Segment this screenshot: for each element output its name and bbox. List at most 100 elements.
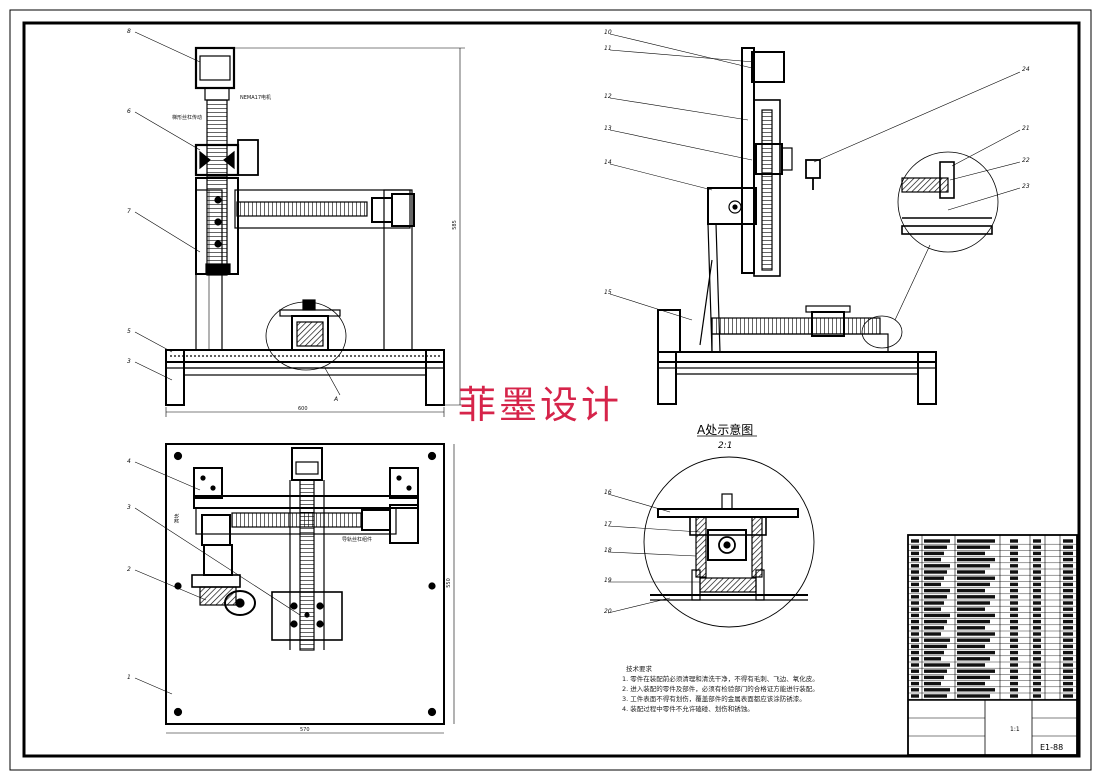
bom-cell — [911, 657, 919, 661]
bom-cell — [1033, 582, 1041, 587]
part-label-11: 11 — [604, 45, 612, 52]
bom-cell — [957, 570, 985, 574]
part-label-5: 5 — [127, 328, 131, 335]
bom-cell — [911, 613, 919, 618]
bom-cell — [957, 681, 985, 686]
detail-ref-a: A — [334, 396, 339, 403]
part-label-3-top: 3 — [127, 504, 131, 511]
detail-view-scale: 2:1 — [718, 441, 733, 451]
bom-cell — [1033, 675, 1041, 680]
bom-cell — [911, 588, 919, 593]
bom-cell — [1033, 638, 1041, 642]
bom-cell — [911, 632, 919, 636]
bom-cell — [924, 613, 950, 618]
bom-cell — [1010, 557, 1018, 562]
bom-cell — [924, 576, 944, 580]
bom-cell — [1010, 613, 1018, 618]
bom-cell — [924, 644, 947, 649]
bom-cell — [1063, 595, 1073, 599]
bom-cell — [1010, 657, 1018, 661]
bom-cell — [911, 619, 919, 624]
bom-cell — [1063, 644, 1073, 649]
bom-cell — [1033, 557, 1041, 562]
bom-cell — [1063, 582, 1073, 587]
bom-cell — [1063, 601, 1073, 605]
bom-cell — [1063, 657, 1073, 661]
bom-cell — [957, 632, 995, 636]
bom-cell — [1010, 675, 1018, 680]
bom-cell — [911, 681, 919, 686]
bom-cell — [1063, 613, 1073, 618]
bom-cell — [924, 588, 950, 593]
bom-cell — [1010, 564, 1018, 568]
bom-cell — [1010, 582, 1018, 587]
part-label-20: 20 — [604, 608, 612, 615]
bom-cell — [911, 595, 919, 599]
bom-cell — [911, 663, 919, 667]
bom-cell — [911, 601, 919, 605]
bom-cell — [924, 650, 944, 655]
bom-cell — [1033, 595, 1041, 599]
bom-cell — [924, 619, 947, 624]
bom-cell — [957, 626, 985, 630]
bom-cell — [1033, 551, 1041, 556]
bom-cell — [911, 582, 919, 587]
bom-cell — [1010, 626, 1018, 630]
bom-cell — [924, 601, 944, 605]
bom-cell — [1033, 588, 1041, 593]
bom-cell — [1010, 663, 1018, 667]
bom-cell — [911, 694, 919, 698]
bom-cell — [924, 675, 944, 680]
bom-cell — [1010, 669, 1018, 673]
tech-note-line: 1. 零件在装配前必须清理和清洗干净，不得有毛刺、飞边、氧化皮。 — [622, 675, 819, 683]
bom-cell — [911, 688, 919, 692]
bom-cell — [1033, 607, 1041, 611]
part-label-23: 23 — [1022, 183, 1030, 190]
bom-cell — [1063, 545, 1073, 549]
bom-cell — [1010, 601, 1018, 605]
side-view — [609, 33, 1021, 405]
bom-cell — [1063, 681, 1073, 686]
bom-cell — [1010, 638, 1018, 642]
bom-cell — [957, 582, 990, 587]
tech-notes-title: 技术要求 — [626, 665, 652, 673]
bom-cell — [957, 607, 985, 611]
bom-cell — [957, 576, 995, 580]
part-label-18: 18 — [604, 547, 612, 554]
front-width-dim: 600 — [298, 406, 308, 412]
bom-cell — [924, 595, 947, 599]
bom-cell — [1033, 545, 1041, 549]
bom-cell — [911, 650, 919, 655]
part-label-22: 22 — [1022, 157, 1030, 164]
part-label-6: 6 — [127, 108, 131, 115]
bom-cell — [957, 539, 995, 543]
bom-cell — [1033, 669, 1041, 673]
bom-cell — [924, 551, 944, 556]
bom-cell — [924, 626, 944, 630]
bom-cell — [1010, 545, 1018, 549]
front-height-dim: 585 — [451, 220, 458, 230]
bom-cell — [924, 663, 950, 667]
top-view — [134, 443, 455, 734]
bom-cell — [1033, 644, 1041, 649]
bom-cell — [957, 657, 990, 661]
bom-cell — [1033, 657, 1041, 661]
front-view — [134, 31, 465, 417]
bom-cell — [924, 570, 947, 574]
bom-cell — [1010, 607, 1018, 611]
part-label-7: 7 — [127, 208, 131, 215]
bom-cell — [957, 688, 995, 692]
bom-rows — [908, 539, 1077, 700]
bom-cell — [1063, 650, 1073, 655]
bom-cell — [957, 675, 990, 680]
bom-cell — [911, 638, 919, 642]
bom-cell — [1033, 681, 1041, 686]
scale-label: 1:1 — [1010, 726, 1020, 733]
bom-cell — [911, 626, 919, 630]
bom-cell — [1063, 570, 1073, 574]
bom-cell — [911, 564, 919, 568]
part-label-12: 12 — [604, 93, 612, 100]
part-label-19: 19 — [604, 577, 612, 584]
bom-cell — [924, 638, 950, 642]
